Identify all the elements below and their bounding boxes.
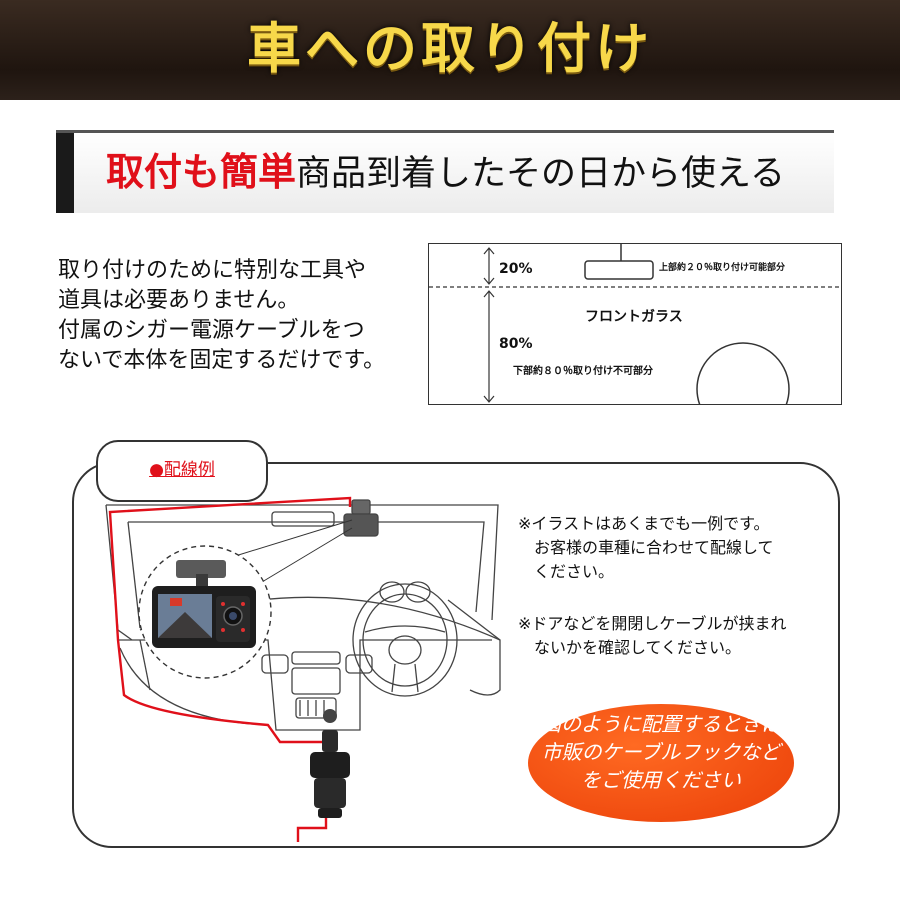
cable-warning-note: ※ドアなどを開閉しケーブルが挟まれ ないかを確認してください。	[518, 614, 787, 657]
header-bar	[0, 0, 900, 100]
description-line: ないで本体を固定するだけです。	[58, 348, 386, 373]
page-title: 車への取り付け	[247, 17, 653, 80]
description-line: 道具は必要ありません。	[58, 288, 300, 313]
description-line: 取り付けのために特別な工具や	[58, 258, 367, 283]
install-description: 取り付けのために特別な工具や 道具は必要ありません。 付属のシガー電源ケーブルを…	[58, 256, 428, 376]
headline-banner: 取付も簡単商品到着したその日から使える	[56, 130, 834, 213]
upper-note: 上部約２０％取り付け可能部分	[659, 263, 786, 273]
illustration-note: ※イラストはあくまでも一例です。 お客様の車種に合わせて配線して ください。	[518, 514, 774, 581]
cable-hook-bubble	[528, 704, 794, 822]
wiring-tab-label: ●配線例	[149, 460, 215, 480]
upper-percent: 20%	[499, 261, 533, 277]
lower-note: 下部約８０％取り付け不可部分	[513, 366, 653, 377]
lower-percent: 80%	[499, 336, 533, 352]
windshield-drawing	[429, 244, 841, 404]
banner-headline: 取付も簡単商品到着したその日から使える	[106, 133, 785, 211]
description-line: 付属のシガー電源ケーブルをつ	[58, 318, 365, 343]
banner-accent-bar	[56, 133, 74, 213]
windshield-diagram: 20% 上部約２０％取り付け可能部分 フロントガラス 80% 下部約８０％取り付…	[428, 243, 842, 405]
wiring-tab	[96, 440, 268, 502]
banner-emphasis: 取付も簡単	[106, 150, 297, 194]
windshield-label: フロントガラス	[585, 309, 683, 325]
banner-subtext: 商品到着したその日から使える	[296, 154, 785, 194]
cable-hook-text: 図のように配置するときは 市販のケーブルフックなど をご使用ください	[541, 712, 781, 792]
